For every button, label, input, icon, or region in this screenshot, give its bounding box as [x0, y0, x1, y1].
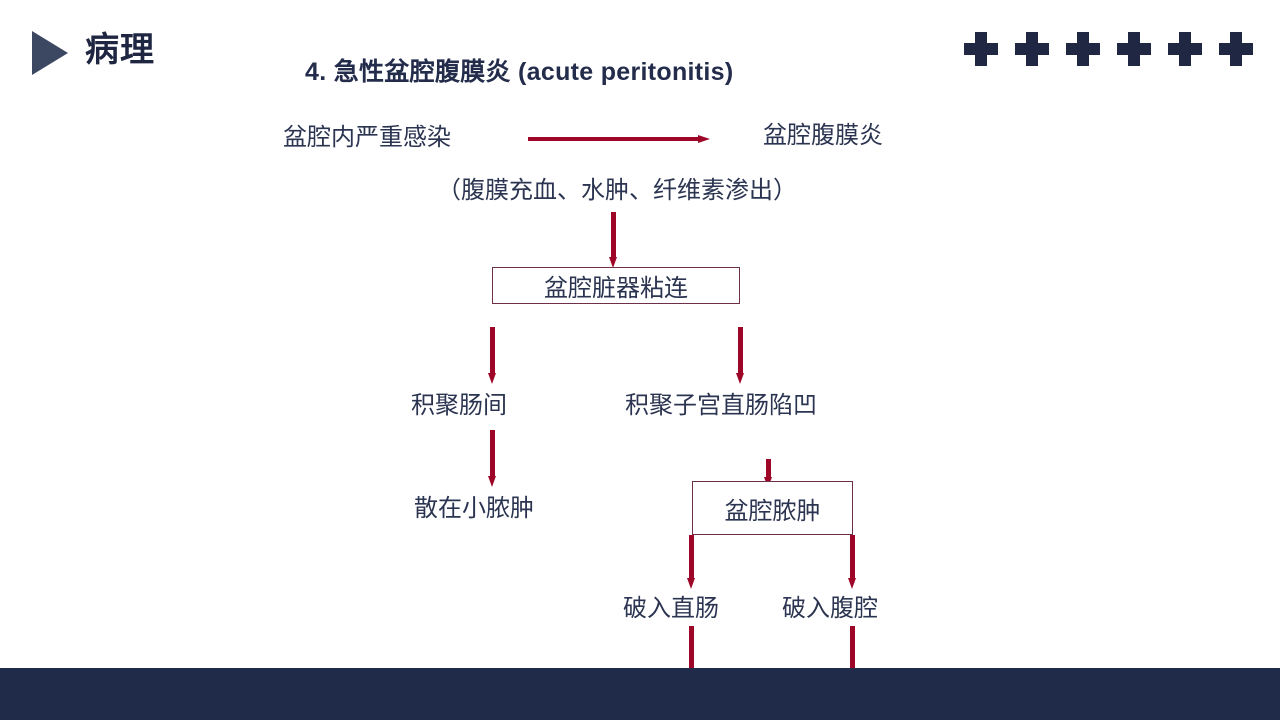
flow-node-accumulate-rectouterine-pouch: 积聚子宫直肠陷凹 — [625, 392, 817, 419]
flow-node-scattered-small-abscess: 散在小脓肿 — [414, 495, 534, 522]
arrow-down-icon — [488, 430, 497, 487]
page-title: 4. 急性盆腔腹膜炎 (acute peritonitis) — [305, 58, 734, 86]
arrow-down-icon — [736, 327, 745, 384]
flow-node-accumulate-between-bowel: 积聚肠间 — [411, 392, 507, 419]
flow-node-pelvic-peritonitis: 盆腔腹膜炎 — [763, 122, 883, 149]
flow-node-pelvic-abscess-box: 盆腔脓肿 — [692, 481, 853, 535]
flow-node-rupture-into-abdomen: 破入腹腔 — [782, 595, 878, 622]
flow-node-pelvic-organ-adhesion-box: 盆腔脏器粘连 — [492, 267, 740, 304]
decor-cross-row — [964, 32, 1253, 66]
arrow-down-icon — [848, 535, 857, 589]
section-label: 病理 — [85, 31, 155, 69]
arrow-down-icon — [687, 535, 696, 589]
plus-cross-icon — [1168, 32, 1202, 66]
plus-cross-icon — [1066, 32, 1100, 66]
arrow-down-icon — [609, 212, 618, 268]
plus-cross-icon — [1015, 32, 1049, 66]
plus-cross-icon — [964, 32, 998, 66]
play-triangle-icon — [32, 31, 68, 75]
plus-cross-icon — [1219, 32, 1253, 66]
plus-cross-icon — [1117, 32, 1151, 66]
arrow-right-icon — [528, 135, 710, 144]
flow-node-label: 盆腔脓肿 — [724, 497, 821, 525]
flow-node-rupture-into-rectum: 破入直肠 — [623, 595, 719, 622]
arrow-down-icon — [488, 327, 497, 384]
flow-node-label: 盆腔脏器粘连 — [544, 275, 688, 302]
flow-node-pelvic-severe-infection: 盆腔内严重感染 — [283, 124, 451, 151]
flow-node-peritoneum-changes: （腹膜充血、水肿、纤维素渗出） — [437, 177, 797, 204]
footer-bar — [0, 668, 1280, 720]
